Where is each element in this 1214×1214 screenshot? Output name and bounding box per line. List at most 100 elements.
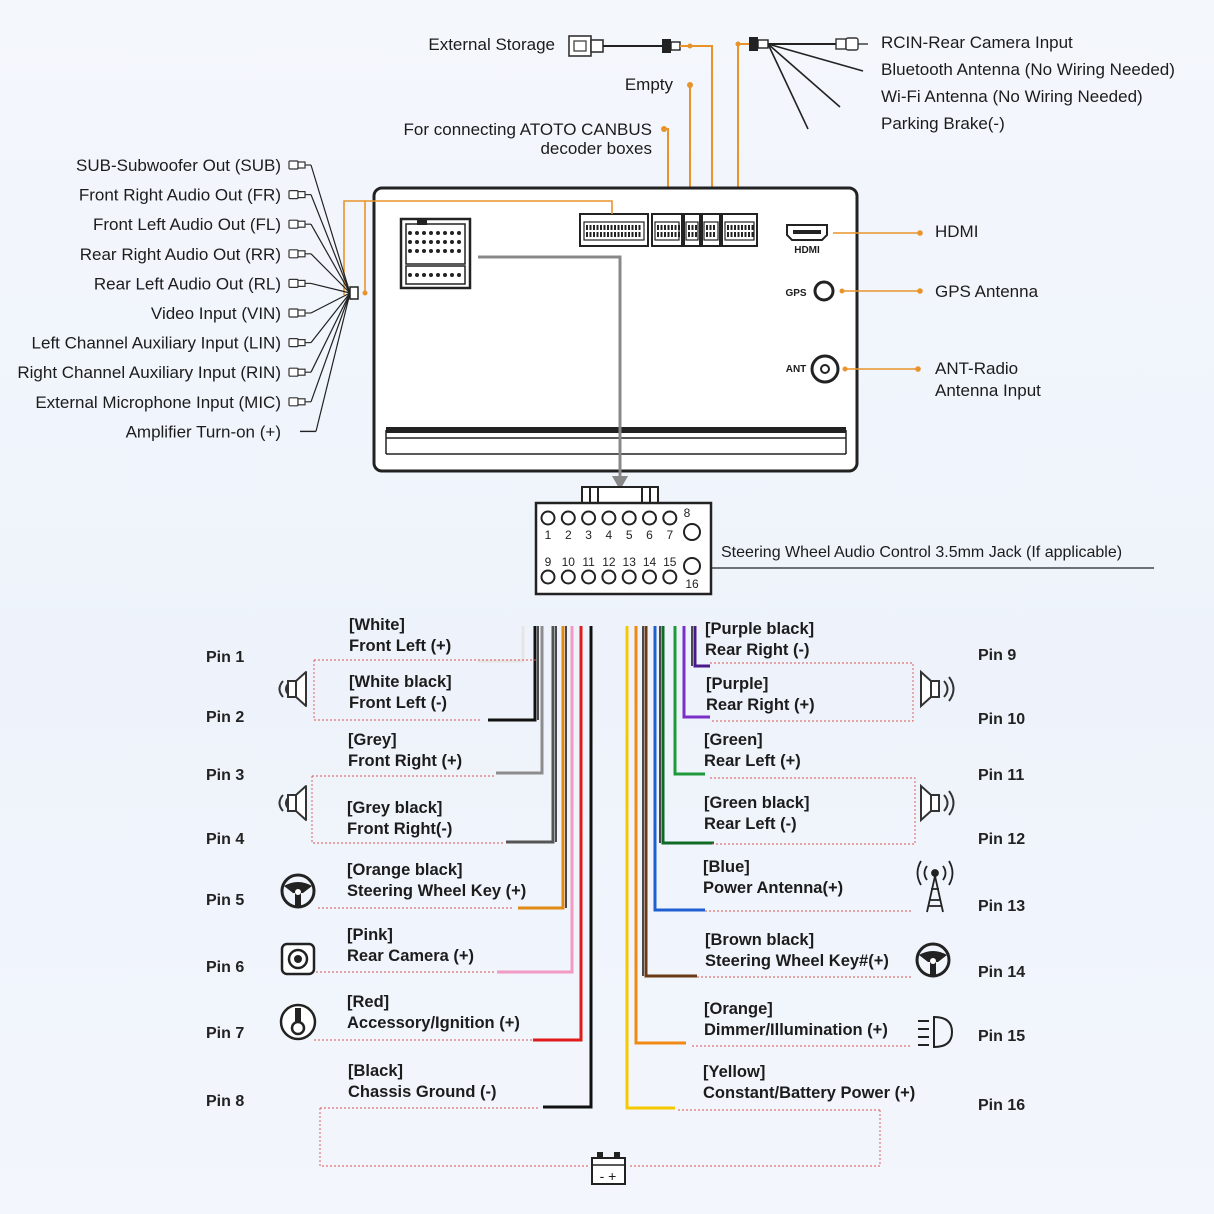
left-pin-color: [Red] (347, 993, 389, 1011)
pin-hole (540, 510, 556, 526)
wire-left (533, 626, 583, 1042)
left-output-label: Video Input (VIN) (151, 304, 281, 323)
left-pin-function: Chassis Ground (-) (348, 1083, 497, 1101)
left-pin-function: Front Right(-) (347, 820, 452, 838)
gps-port-icon (813, 280, 835, 302)
right-pin-function: Power Antenna(+) (703, 879, 843, 897)
left-pin-function: Rear Camera (+) (347, 947, 474, 965)
left-pin-number: Pin 3 (206, 767, 244, 784)
right-pin-color: [Green] (704, 731, 763, 749)
head-unit (372, 186, 859, 473)
pin-hole (683, 523, 701, 541)
left-output-label: Left Channel Auxiliary Input (LIN) (32, 334, 281, 353)
wire-bundle (478, 626, 714, 1110)
right-pin-number: Pin 12 (978, 831, 1025, 848)
left-output-label: Right Channel Auxiliary Input (RIN) (17, 363, 281, 382)
empty-label: Empty (625, 75, 674, 94)
left-pin-number: Pin 5 (206, 892, 244, 909)
pin-number: 10 (562, 555, 576, 569)
right-pin-color: [Orange] (704, 1000, 773, 1018)
bluetooth-label: Bluetooth Antenna (No Wiring Needed) (881, 60, 1175, 79)
rca-plug-icon (288, 308, 312, 318)
right-pin-color: [Blue] (703, 858, 750, 876)
right-pin-function: Rear Right (-) (705, 641, 810, 659)
rca-plug-icon (288, 160, 312, 170)
wire-left (488, 626, 537, 722)
rca-plug-icon (288, 397, 312, 407)
rca-plug-icon (288, 219, 312, 229)
pin-hole (581, 569, 597, 585)
left-pin-color: [Grey black] (347, 799, 442, 817)
wire-right (634, 626, 686, 1045)
left-pin-function: Front Left (-) (349, 694, 447, 712)
antenna-tower-icon (916, 860, 954, 913)
left-output-label: SUB-Subwoofer Out (SUB) (76, 156, 281, 175)
pin-number: 15 (663, 555, 677, 569)
left-pin-function: Steering Wheel Key (+) (347, 882, 526, 900)
hdmi-tag: HDMI (794, 245, 820, 256)
left-output-label: Front Left Audio Out (FL) (93, 215, 281, 234)
empty-dot (687, 82, 693, 88)
pin-number: 5 (626, 528, 633, 542)
steering-jack-label: Steering Wheel Audio Control 3.5mm Jack … (721, 544, 1122, 561)
pin-hole (560, 569, 576, 585)
battery-symbol: - + (600, 1168, 617, 1184)
left-pin-color: [White] (349, 616, 405, 634)
pin-number: 7 (666, 528, 673, 542)
right-pin-number: Pin 14 (978, 964, 1025, 981)
pin-hole (642, 569, 657, 585)
pin-number: 9 (545, 555, 552, 569)
right-pin-number: Pin 13 (978, 898, 1025, 915)
right-pin-number: Pin 15 (978, 1028, 1025, 1045)
right-pin-function: Rear Right (+) (706, 696, 815, 714)
wifi-label: Wi-Fi Antenna (No Wiring Needed) (881, 87, 1143, 106)
wire-left (496, 626, 544, 775)
left-pin-number: Pin 1 (206, 649, 244, 666)
right-pin-color: [Yellow] (703, 1063, 765, 1081)
pin-hole (581, 510, 597, 526)
usb-dot (687, 43, 693, 49)
wire-right (653, 626, 705, 912)
right-pin-function: Dimmer/Illumination (+) (704, 1021, 888, 1039)
external-storage-label: External Storage (428, 35, 555, 54)
right-pin-list: Pin 9[Purple black]Rear Right (-)Pin 10[… (703, 620, 1025, 1114)
rca-plug-icon (288, 278, 312, 288)
wire-right (693, 626, 710, 668)
left-pin-function: Front Left (+) (349, 637, 451, 655)
steering-wheel-icon-right (915, 942, 951, 978)
left-pin-color: [Pink] (347, 926, 393, 944)
wire-right (625, 626, 675, 1110)
speaker-icon-front-left (287, 671, 307, 707)
right-pin-color: [Purple] (706, 675, 768, 693)
left-pin-number: Pin 7 (206, 1025, 244, 1042)
ant-port-icon (810, 354, 840, 384)
left-pin-color: [White black] (349, 673, 452, 691)
wire-left (543, 626, 593, 1109)
camera-icon (280, 942, 316, 976)
right-pin-color: [Brown black] (705, 931, 814, 949)
left-pin-color: [Black] (348, 1062, 403, 1080)
harness-arrow (612, 476, 628, 490)
speaker-wave-icon-1 (278, 680, 289, 698)
pin-hole (601, 510, 617, 526)
left-output-label: Rear Right Audio Out (RR) (80, 245, 281, 264)
pin-hole (540, 569, 556, 585)
pin-hole (662, 569, 678, 585)
wire-left (506, 626, 555, 844)
left-output-label: Rear Left Audio Out (RL) (94, 274, 281, 293)
left-pin-color: [Grey] (348, 731, 397, 749)
canbus-dot (661, 126, 667, 132)
rcin-label: RCIN-Rear Camera Input (881, 33, 1073, 52)
pin-number: 11 (582, 555, 595, 569)
pin-number: 12 (602, 555, 616, 569)
pin-hole (683, 557, 701, 575)
rca-bundle-clip (349, 286, 359, 300)
gps-tag: GPS (785, 288, 806, 299)
left-output-label: External Microphone Input (MIC) (35, 393, 281, 412)
rcin-dot (735, 41, 741, 47)
rca-plug-icon (288, 338, 312, 348)
rca-harness-wire (343, 200, 366, 295)
